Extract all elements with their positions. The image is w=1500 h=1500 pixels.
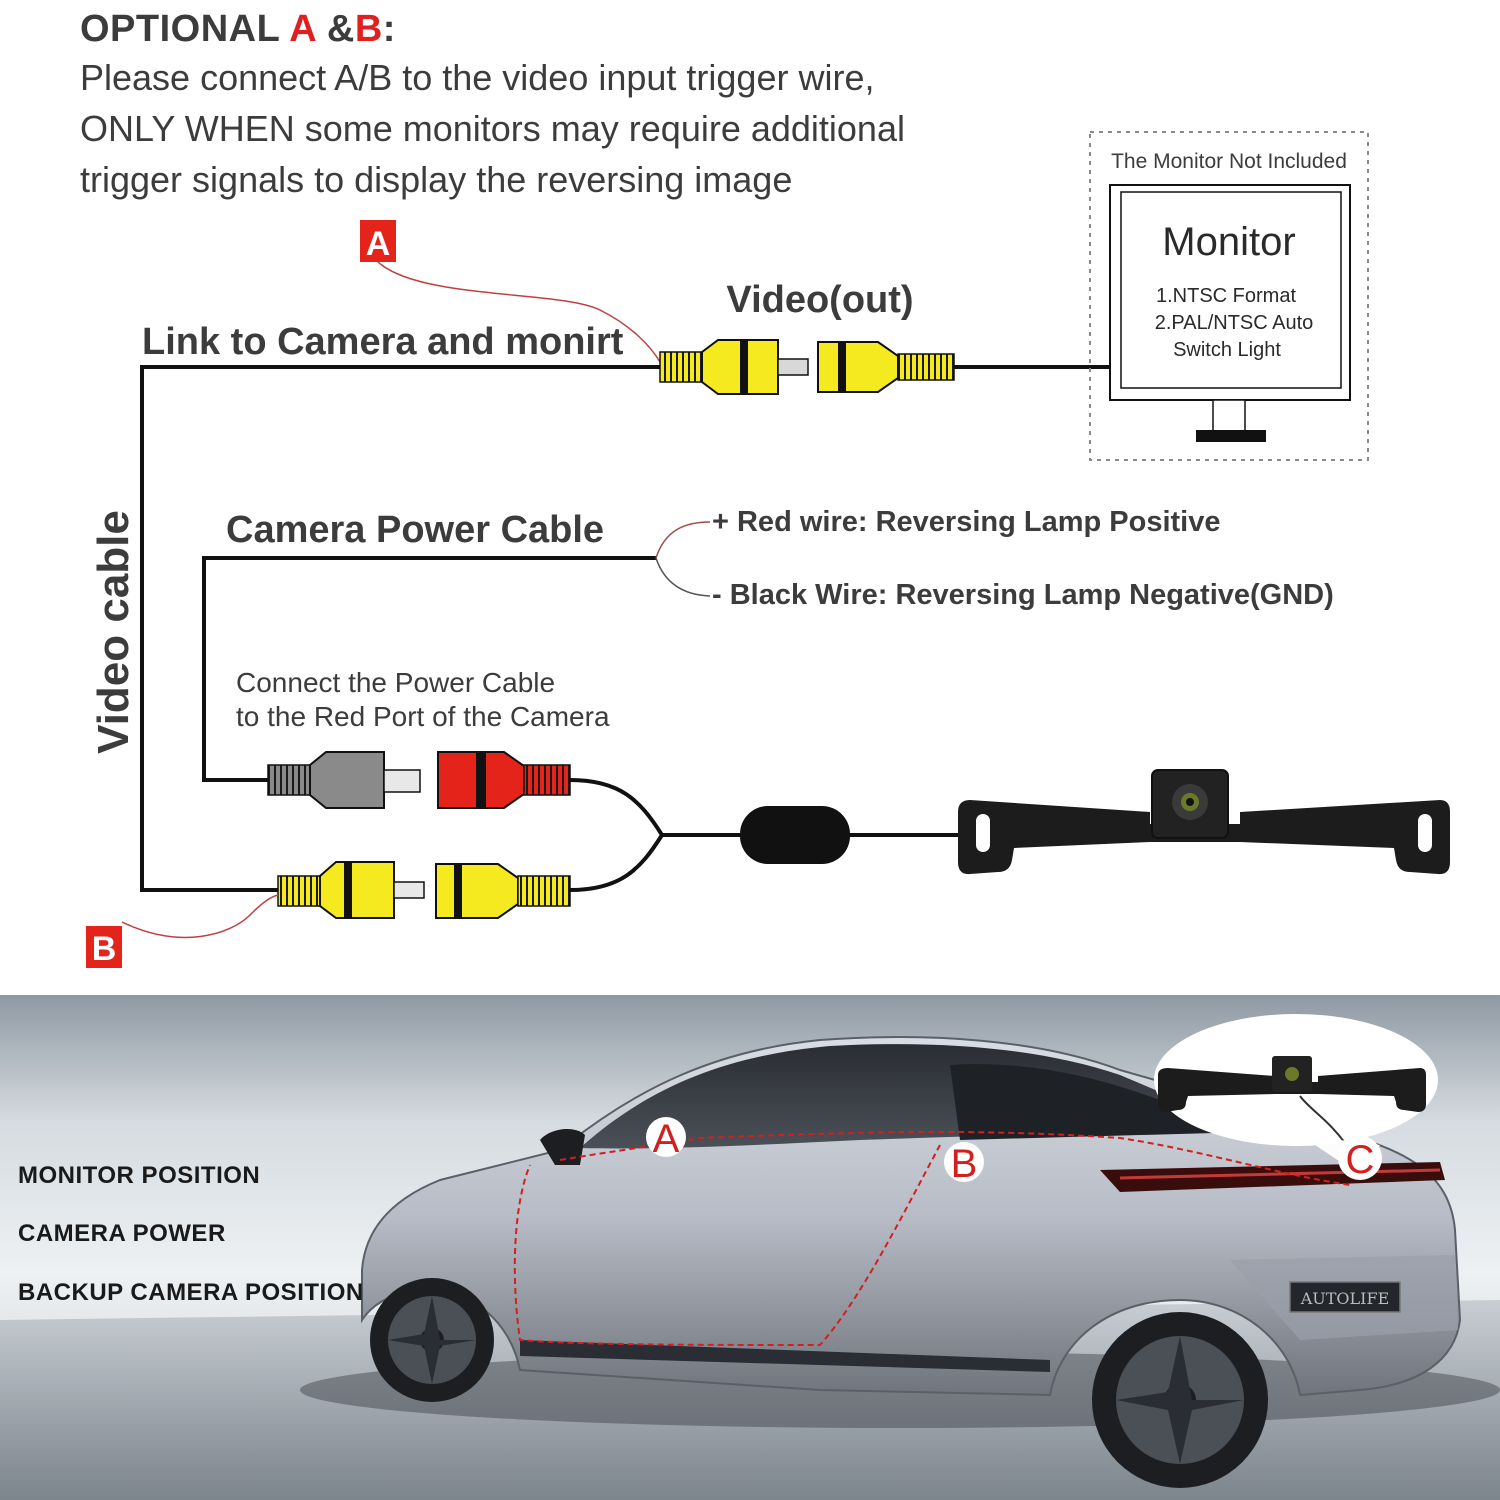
video-cable-label: Video cable bbox=[89, 510, 138, 754]
connect-note-line-2: to the Red Port of the Camera bbox=[236, 701, 610, 732]
red-power-socket bbox=[437, 751, 571, 809]
wiring-diagram: A Video(out) Link to Camera and monirt V… bbox=[86, 131, 1450, 968]
license-plate-camera bbox=[958, 769, 1450, 875]
red-wire-lead bbox=[655, 521, 711, 559]
rear-wheel bbox=[1092, 1312, 1268, 1488]
legend-backup-camera-position: BACKUP CAMERA POSITION bbox=[18, 1279, 364, 1306]
top-rca-female bbox=[817, 341, 955, 393]
title-mid: & bbox=[315, 8, 355, 50]
instruction-line-3: trigger signals to display the reversing… bbox=[80, 159, 793, 200]
legend-camera-power: CAMERA POWER bbox=[18, 1220, 226, 1247]
front-wheel bbox=[370, 1278, 494, 1402]
car-installation-illustration: AUTOLIFE A B C bbox=[0, 995, 1500, 1500]
monitor-box-caption: The Monitor Not Included bbox=[1111, 150, 1347, 173]
photo-marker-b: B bbox=[951, 1142, 978, 1186]
black-wire-label: - Black Wire: Reversing Lamp Negative(GN… bbox=[712, 579, 1334, 611]
monitor-spec-3: Switch Light bbox=[1173, 339, 1281, 361]
black-wire-lead bbox=[655, 557, 711, 597]
tail-light-glow bbox=[1119, 1168, 1441, 1180]
bottom-rca-female bbox=[435, 863, 571, 919]
inline-module bbox=[740, 806, 850, 864]
title-suffix: : bbox=[382, 8, 396, 50]
power-cable-label: Camera Power Cable bbox=[226, 509, 604, 551]
photo-marker-a-bg bbox=[646, 1117, 686, 1157]
power-cable-wire bbox=[202, 556, 656, 782]
video-out-label: Video(out) bbox=[726, 279, 913, 321]
instruction-header: OPTIONAL A &B: Please connect A/B to the… bbox=[80, 6, 980, 205]
legend-monitor-position: MONITOR POSITION bbox=[18, 1162, 261, 1189]
side-mirror bbox=[540, 1128, 585, 1165]
splitter-wire-video bbox=[569, 833, 664, 892]
bottom-rca-male bbox=[277, 861, 425, 919]
monitor-title: Monitor bbox=[1162, 220, 1295, 264]
marker-a: A bbox=[366, 225, 391, 263]
top-rca-male bbox=[659, 339, 809, 395]
monitor-spec-1: 1.NTSC Format bbox=[1156, 285, 1296, 307]
title-prefix: OPTIONAL bbox=[80, 8, 290, 50]
monitor-screen bbox=[1120, 191, 1342, 389]
marker-a-lead bbox=[377, 261, 661, 363]
splitter-wire-power bbox=[569, 778, 664, 837]
instruction-line-2: ONLY WHEN some monitors may require addi… bbox=[80, 108, 905, 149]
rear-window bbox=[950, 1064, 1250, 1140]
connect-note-line-1: Connect the Power Cable bbox=[236, 667, 555, 698]
link-label: Link to Camera and monirt bbox=[142, 321, 624, 363]
photo-marker-c-bg bbox=[1338, 1136, 1382, 1180]
marker-a-box bbox=[360, 220, 396, 262]
monitor-dashed-box bbox=[1089, 131, 1369, 461]
door-sill bbox=[520, 1340, 1050, 1372]
license-plate bbox=[1289, 1281, 1401, 1313]
title-b: B bbox=[354, 8, 383, 50]
license-plate-text: AUTOLIFE bbox=[1300, 1289, 1390, 1308]
monitor-spec-2: 2.PAL/NTSC Auto bbox=[1155, 312, 1314, 334]
photo-marker-c: C bbox=[1346, 1138, 1375, 1182]
photo-marker-a: A bbox=[653, 1117, 680, 1161]
marker-b-lead bbox=[121, 894, 279, 939]
title-a: A bbox=[289, 8, 316, 50]
red-wire-label: + Red wire: Reversing Lamp Positive bbox=[712, 506, 1220, 538]
instruction-line-1: Please connect A/B to the video input tr… bbox=[80, 57, 875, 98]
marker-b-box bbox=[86, 926, 122, 968]
monitor-stand-base bbox=[1196, 430, 1266, 442]
gray-power-plug bbox=[267, 751, 421, 809]
header-title: OPTIONAL A &B: bbox=[80, 6, 980, 52]
video-cable-wire bbox=[140, 365, 660, 892]
marker-b: B bbox=[92, 930, 117, 968]
photo-marker-b-bg bbox=[944, 1142, 984, 1182]
inset-camera bbox=[1158, 1056, 1426, 1112]
monitor-stand-neck bbox=[1212, 399, 1246, 433]
